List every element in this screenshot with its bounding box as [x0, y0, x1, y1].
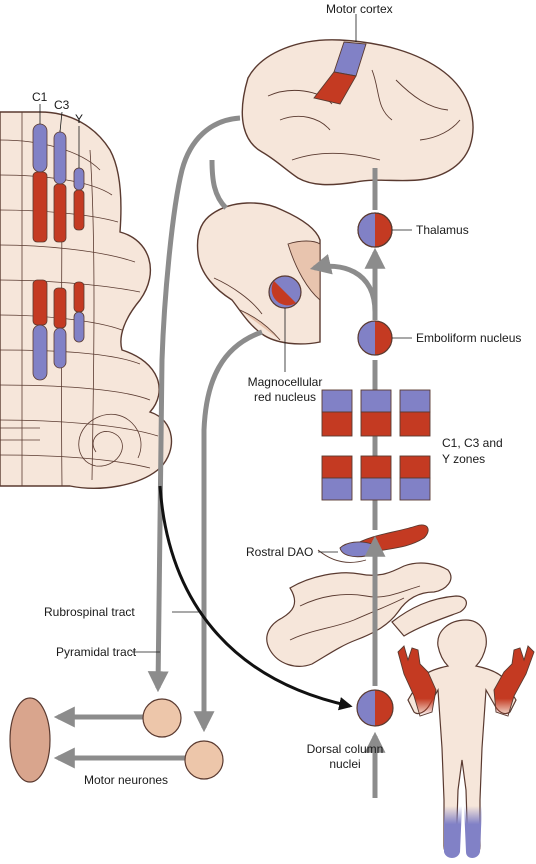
cortex-zone-y	[73, 167, 85, 343]
label-c1: C1	[32, 90, 48, 104]
dorsal-column-nuclei	[356, 689, 394, 727]
pathway-tracts	[53, 115, 386, 798]
label-rostral-dao: Rostral DAO	[246, 545, 314, 559]
motor-neurone-2	[184, 740, 224, 780]
midbrain	[196, 202, 321, 345]
label-rubrospinal-tract: Rubrospinal tract	[44, 605, 135, 619]
body-figure	[397, 619, 535, 858]
label-motor-cortex: Motor cortex	[326, 2, 393, 16]
cortex-zone-c1	[32, 123, 48, 381]
black-tract	[158, 485, 353, 711]
pyramidal-tract	[147, 115, 241, 693]
label-emboliform-nucleus: Emboliform nucleus	[416, 331, 522, 345]
label-dorsal-column-line1: Dorsal column	[306, 742, 384, 756]
cerebellar-cortex	[0, 104, 173, 489]
thalamus-nucleus	[357, 212, 393, 248]
inferior-olive	[266, 524, 467, 667]
brain	[241, 14, 474, 186]
label-dorsal-column-line2: nuclei	[329, 757, 361, 771]
label-red-nucleus-line2: red nucleus	[253, 390, 317, 404]
label-red-nucleus-line1: Magnocellular	[247, 375, 323, 389]
label-thalamus: Thalamus	[416, 223, 469, 237]
cortex-zone-c3	[53, 131, 67, 369]
label-zones-line2: Y zones	[442, 452, 486, 466]
label-zones-line1: C1, C3 and	[442, 436, 503, 450]
label-y: Y	[75, 112, 84, 126]
red-nucleus	[268, 275, 302, 309]
zone-blocks	[321, 389, 431, 501]
motor-cortex-strip	[313, 41, 367, 105]
label-pyramidal-tract: Pyramidal tract	[56, 645, 137, 659]
emboliform-nucleus	[357, 320, 393, 356]
label-motor-neurones: Motor neurones	[84, 773, 169, 787]
muscle	[9, 697, 51, 783]
label-c3: C3	[54, 98, 70, 112]
motor-neurone-1	[142, 698, 182, 738]
rubrospinal-tract	[193, 329, 263, 733]
